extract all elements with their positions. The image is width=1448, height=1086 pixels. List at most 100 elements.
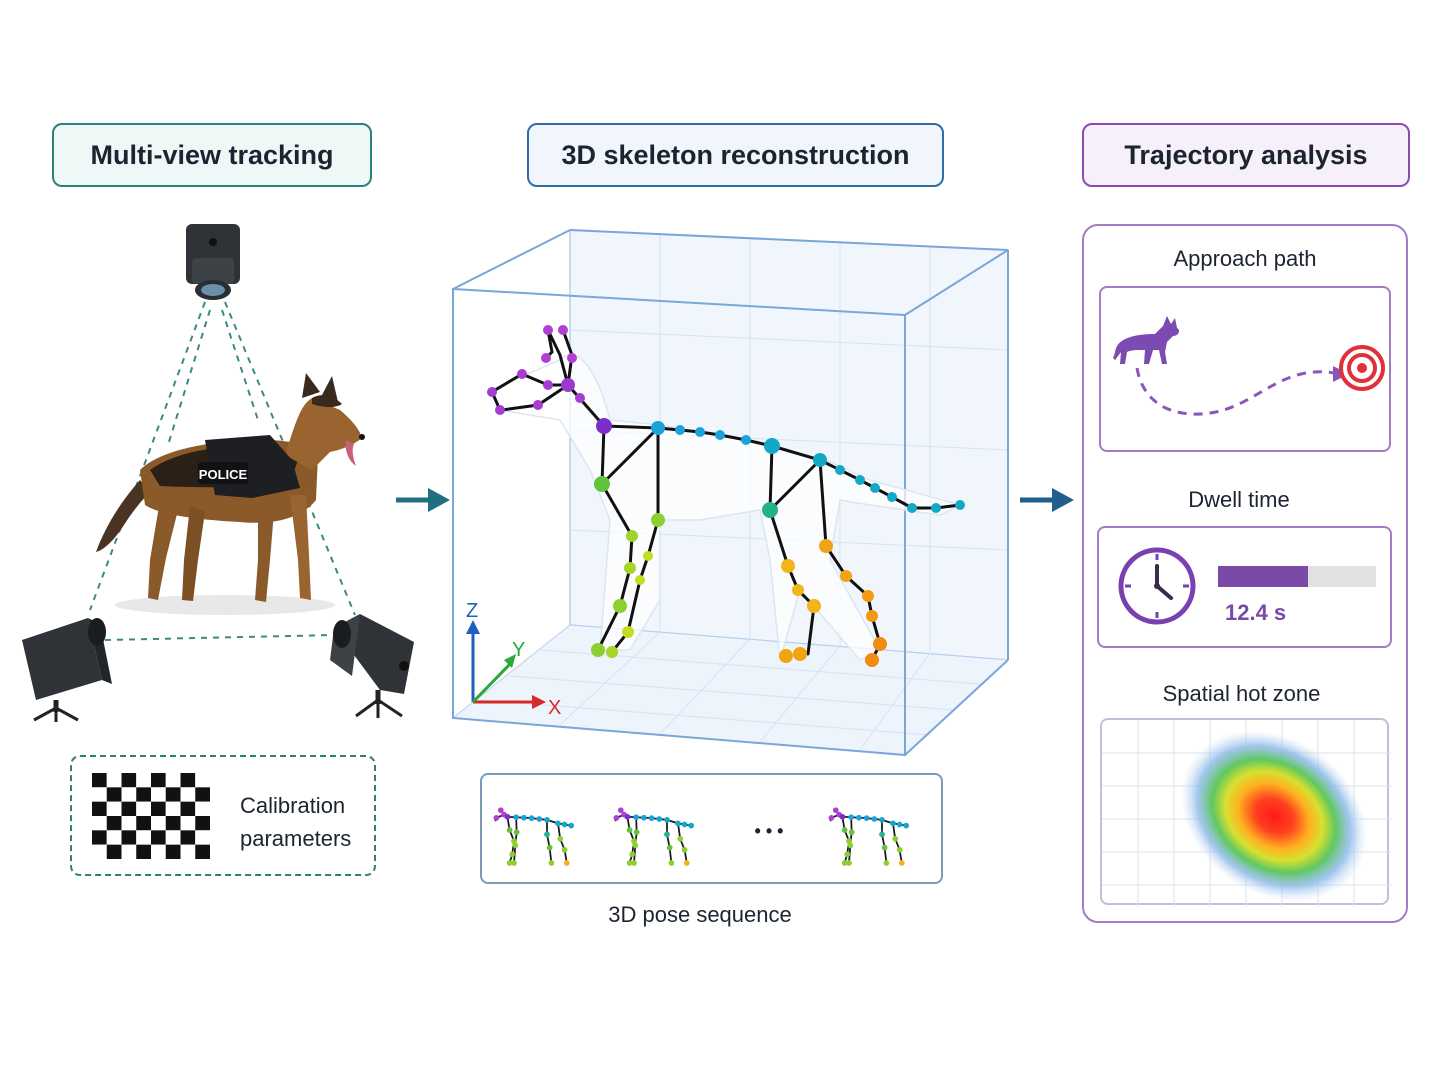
checker-square <box>106 773 122 788</box>
checker-square <box>195 844 210 859</box>
checker-square <box>195 787 210 802</box>
pose-frame <box>828 807 910 866</box>
pose-joint <box>544 831 550 838</box>
heat-blob <box>1180 730 1368 902</box>
checker-square <box>106 801 122 816</box>
pose-joint <box>561 821 568 828</box>
pose-joint <box>512 842 519 849</box>
camera-icon <box>186 224 240 300</box>
pose-joint <box>521 814 527 821</box>
axis-x-label: X <box>548 697 561 719</box>
checker-square <box>165 801 181 816</box>
pose-joint <box>631 838 637 844</box>
pose-joint <box>656 816 663 822</box>
checker-square <box>180 844 196 859</box>
checker-square <box>180 787 196 802</box>
checker-square <box>165 830 181 845</box>
pose-joint <box>633 829 640 836</box>
checker-square <box>165 787 181 802</box>
dwell-time-box: 12.4 s <box>1097 526 1392 648</box>
pose-joint <box>847 842 854 849</box>
pose-joint <box>683 860 690 866</box>
pose-joint <box>504 813 511 820</box>
checker-square <box>151 787 166 802</box>
pose-joint <box>668 860 675 866</box>
pose-joint <box>629 851 636 858</box>
checker-square <box>151 844 166 859</box>
checkerboard-icon <box>92 773 210 859</box>
pose-sequence-strip: • • • <box>480 773 943 884</box>
pose-joint <box>626 827 633 833</box>
pose-frame <box>493 807 575 866</box>
checker-square <box>92 830 107 845</box>
pose-joint <box>681 821 688 828</box>
checker-square <box>195 773 210 788</box>
pose-joint <box>666 844 673 851</box>
checker-square <box>165 844 181 859</box>
checker-square <box>106 844 122 859</box>
pose-joint <box>568 822 575 829</box>
dog-photo: POLICE <box>96 373 365 615</box>
checker-square <box>151 816 166 831</box>
dwell-time-value: 12.4 s <box>1225 600 1287 625</box>
header-label: 3D skeleton reconstruction <box>561 139 910 170</box>
header-skeleton-reconstruction: 3D skeleton reconstruction <box>527 123 944 187</box>
pose-joint <box>844 851 851 858</box>
pose-joint <box>846 838 852 844</box>
multiview-scene: POLICE <box>22 224 414 722</box>
checker-square <box>106 787 122 802</box>
checker-square <box>151 801 166 816</box>
clock-icon <box>1118 547 1196 625</box>
target-icon <box>1339 345 1385 391</box>
pose-joint <box>641 814 647 821</box>
pose-joint <box>613 815 620 821</box>
pose-joint <box>898 860 905 866</box>
pose-joint <box>557 835 564 842</box>
header-trajectory-analysis: Trajectory analysis <box>1082 123 1410 187</box>
pose-joint <box>688 822 695 829</box>
checker-square <box>121 844 137 859</box>
calibration-parameters: Calibration parameters <box>70 755 376 876</box>
checker-square <box>92 844 107 859</box>
checker-square <box>121 773 137 788</box>
axes-gizmo: Z Y X <box>466 600 561 719</box>
header-label: Multi-view tracking <box>90 139 334 170</box>
pose-joint <box>511 860 517 866</box>
bounding-box <box>452 229 1009 757</box>
pose-bone <box>892 823 903 864</box>
arrow-right-icon <box>396 488 450 512</box>
pose-joint <box>664 817 670 823</box>
pose-joint <box>883 860 890 866</box>
checker-square <box>195 830 210 845</box>
pose-joint <box>648 815 655 821</box>
pose-bone <box>677 823 688 864</box>
skeleton-joints <box>487 325 965 667</box>
checker-square <box>92 773 107 788</box>
pose-joint <box>506 860 513 866</box>
checker-square <box>136 801 151 816</box>
axis-y-label: Y <box>512 639 525 661</box>
checker-square <box>180 773 196 788</box>
dog-silhouette-icon <box>1113 316 1180 364</box>
pose-joint <box>903 822 910 829</box>
pose-sequence-caption: 3D pose sequence <box>608 902 792 927</box>
checker-square <box>195 816 210 831</box>
pose-joint <box>528 815 535 821</box>
camera-icon <box>330 614 414 718</box>
trajectory-panel <box>1082 224 1408 923</box>
checker-square <box>136 844 151 859</box>
arrow-right-icon <box>1020 488 1074 512</box>
calibration-label: Calibration parameters <box>240 789 351 855</box>
checker-square <box>151 773 166 788</box>
pose-joint <box>846 860 852 866</box>
dwell-time-title: Dwell time <box>1188 487 1290 512</box>
pose-joint <box>632 842 639 849</box>
pose-joint <box>555 820 561 827</box>
pose-joint <box>511 838 517 844</box>
checker-square <box>92 801 107 816</box>
skeleton-3d-view: Z Y X <box>451 229 1010 757</box>
checker-square <box>165 816 181 831</box>
pose-joint <box>896 846 903 853</box>
checker-square <box>136 787 151 802</box>
pose-joint <box>681 846 688 853</box>
